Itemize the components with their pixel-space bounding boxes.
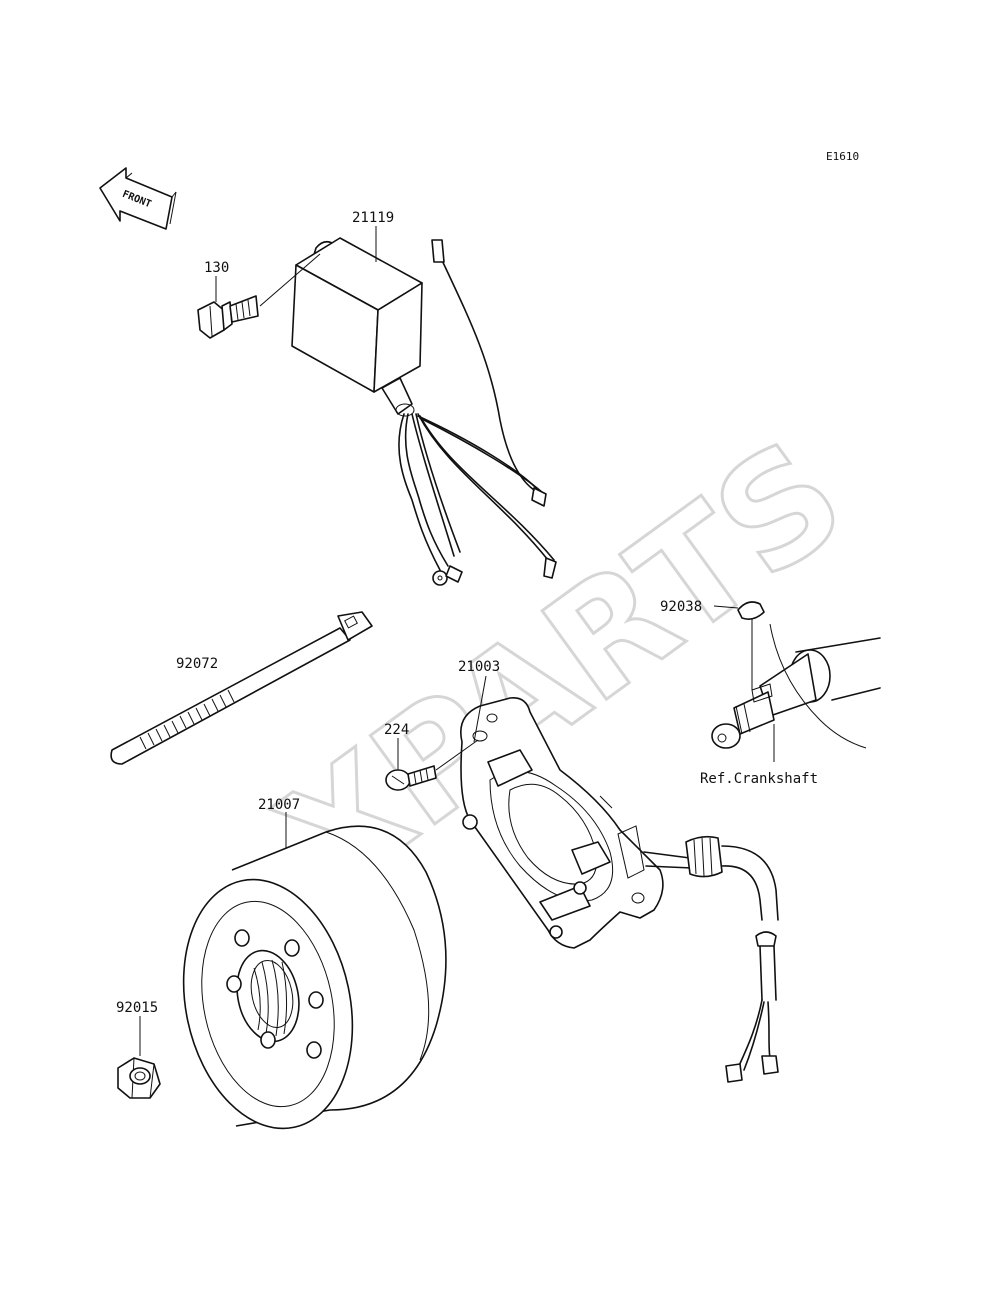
flywheel-rotor [182,825,447,1130]
cdi-unit [291,237,557,586]
stator-assembly [460,696,779,1083]
part-label-nut: 92015 [116,1000,158,1016]
leader-stator [473,675,487,743]
part-label-cdi: 21119 [352,210,394,226]
stator-screw [385,739,479,791]
woodruff-key [737,601,765,620]
part-label-stator: 21003 [458,659,500,675]
flange-nut [117,1057,161,1099]
part-label-screw: 224 [384,722,409,738]
cable-tie [110,611,373,765]
part-label-tie: 92072 [176,656,218,672]
front-arrow-icon: FRONT [99,167,177,230]
part-label-key: 92038 [660,599,702,615]
part-label-bolt: 130 [204,260,229,276]
leader-key [713,605,739,609]
diagram-code: E1610 [826,150,859,163]
flange-bolt [197,253,321,339]
crankshaft-reference [711,618,881,762]
tie-serrations [139,689,235,750]
reference-label-crankshaft: Ref.Crankshaft [700,771,818,787]
part-label-flywheel: 21007 [258,797,300,813]
